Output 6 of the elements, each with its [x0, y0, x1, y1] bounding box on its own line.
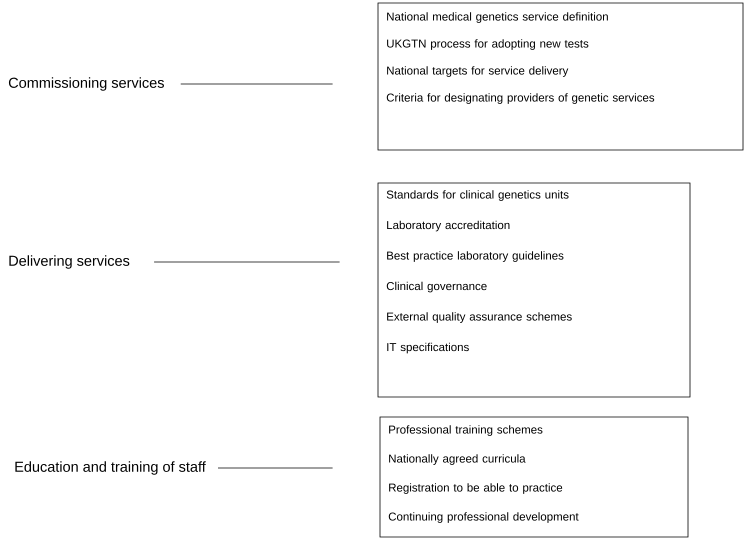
list-box: Standards for clinical genetics units Laboratory accreditation Best practice laboratory guidelines Clinical governance External quality assurance schemes IT specifications	[378, 182, 690, 398]
category-label: Education and training of staff	[15, 461, 206, 475]
list-box: Professional training schemes Nationally agreed curricula Registration to be able to practice Continuing professional development	[380, 416, 688, 538]
category-label: Commissioning services	[8, 77, 164, 91]
list-box: National medical genetics service definition UKGTN process for adopting new tests National targets for service delivery Criteria for designating providers of genetic services	[378, 2, 744, 150]
category-label: Delivering services	[9, 255, 130, 269]
